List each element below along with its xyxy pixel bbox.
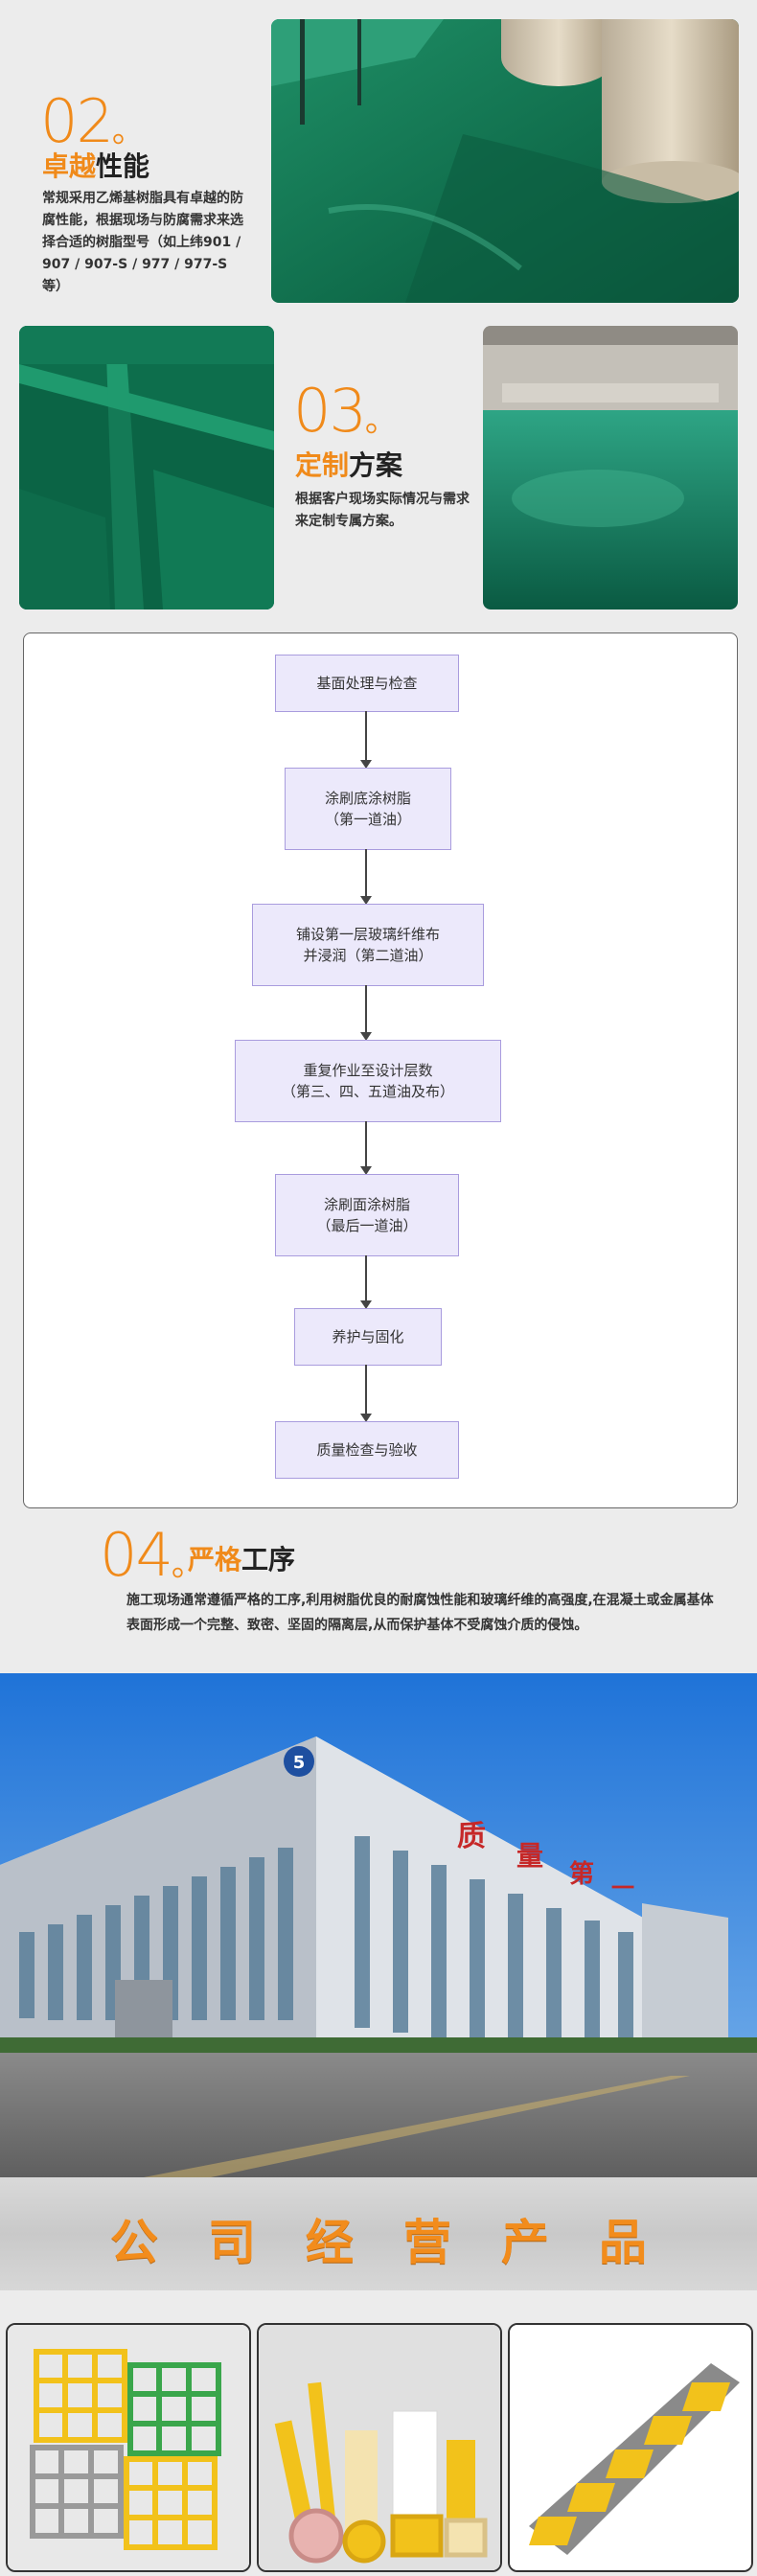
section-03-number: 03。 [293, 376, 398, 446]
flow-step-5: 涂刷面涂树脂 （最后一道油） [275, 1174, 459, 1256]
factory-sign-char: 第 [569, 1859, 594, 1889]
section-03-description: 根据客户现场实际情况与需求来定制专属方案。 [295, 492, 470, 529]
factory-sign-char: 量 [516, 1840, 543, 1872]
section-04-title: 严格工序 [188, 1544, 296, 1576]
flow-step-3: 铺设第一层玻璃纤维布 并浸润（第二道油） [252, 904, 484, 986]
factory-building-photo: 5 质 量 第 一 [0, 1673, 757, 2177]
section-02-number: 02。 [40, 86, 145, 156]
products-banner: 公司经营产品 [0, 2177, 757, 2290]
flow-arrow [360, 1365, 372, 1422]
section-04-number: 04。 [100, 1520, 204, 1590]
flow-step-7: 质量检查与验收 [275, 1421, 459, 1479]
flow-step-1: 基面处理与检查 [275, 655, 459, 712]
flow-arrow [360, 711, 372, 769]
green-floor-room-photo [483, 326, 738, 610]
flow-arrow [360, 1121, 372, 1175]
product-card-profiles[interactable] [257, 2323, 502, 2572]
products-banner-title: 公司经营产品 [110, 2215, 697, 2270]
green-grid-trench-photo [19, 326, 274, 610]
process-flowchart: 基面处理与检查 涂刷底涂树脂 （第一道油） 铺设第一层玻璃纤维布 并浸润（第二道… [23, 632, 738, 1508]
flow-step-6: 养护与固化 [294, 1308, 442, 1366]
section-02-description: 常规采用乙烯基树脂具有卓越的防腐性能，根据现场与防腐需求来选择合适的树脂型号（如… [42, 191, 243, 294]
section-02-title: 卓越性能 [42, 150, 150, 182]
section-03-title: 定制方案 [295, 449, 403, 481]
green-floor-tanks-photo [271, 19, 739, 303]
flow-arrow [360, 849, 372, 905]
product-card-grating[interactable] [6, 2323, 251, 2572]
product-card-ladder-tray[interactable] [508, 2323, 753, 2572]
flow-arrow [360, 985, 372, 1041]
flow-step-2: 涂刷底涂树脂 （第一道油） [285, 768, 451, 850]
section-04-description: 施工现场通常遵循严格的工序,利用树脂优良的耐腐蚀性能和玻璃纤维的高强度,在混凝土… [126, 1593, 714, 1633]
factory-badge: 5 [293, 1753, 306, 1773]
factory-sign-char: 一 [611, 1874, 634, 1901]
flow-arrow [360, 1255, 372, 1309]
flow-step-4: 重复作业至设计层数 （第三、四、五道油及布） [235, 1040, 501, 1122]
factory-sign-char: 质 [457, 1820, 486, 1853]
